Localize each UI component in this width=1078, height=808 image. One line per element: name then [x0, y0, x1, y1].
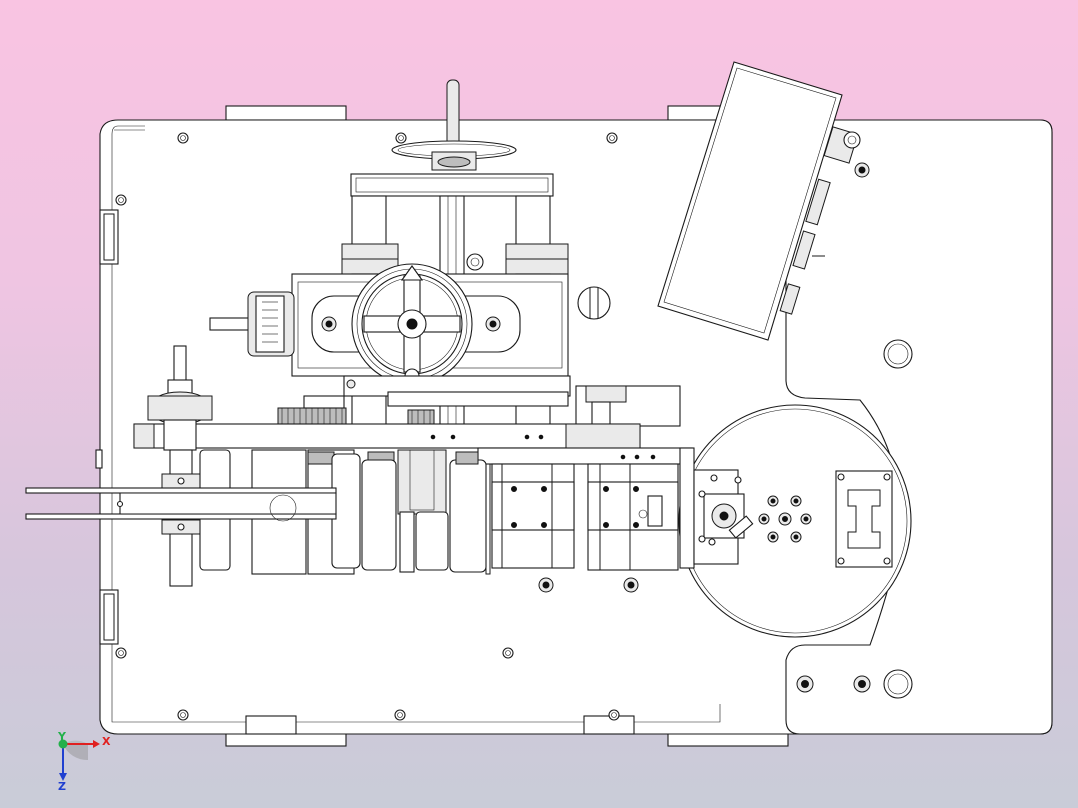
screw-icon: [115, 194, 127, 206]
hole-icon: [883, 339, 913, 369]
screw-icon: [115, 647, 127, 659]
handwheel-icon: [391, 140, 517, 171]
clamp-unit-right: [587, 463, 679, 571]
handwheel-icon: [351, 263, 473, 385]
axis-x-label: X: [102, 735, 111, 748]
gear-icon: [407, 409, 435, 425]
dial-icon: [209, 291, 295, 357]
control-box: [657, 61, 861, 341]
screw-icon: [577, 286, 611, 320]
screw-icon: [606, 132, 618, 144]
clamp-unit-left: [491, 463, 575, 569]
guide-rails: [25, 487, 337, 522]
screw-icon: [502, 647, 514, 659]
base-screws: [115, 132, 913, 721]
screw-icon: [538, 577, 554, 593]
knob-icon: [823, 126, 861, 164]
coordinate-triad-icon: X Y Z: [57, 730, 111, 793]
screw-icon: [395, 132, 407, 144]
screw-icon: [854, 162, 870, 178]
hole-icon: [883, 669, 913, 699]
axis-z-label: Z: [58, 780, 66, 793]
screw-icon: [796, 675, 814, 693]
screw-icon: [853, 675, 871, 693]
screw-icon: [623, 577, 639, 593]
screw-icon: [394, 709, 406, 721]
drive-train: [133, 385, 693, 465]
feed-head: [679, 447, 754, 569]
carriage: [209, 263, 571, 397]
rotary-table: [678, 404, 912, 638]
screw-icon: [177, 132, 189, 144]
axis-y-label: Y: [57, 730, 67, 743]
gear-icon: [277, 407, 347, 425]
roller-bank: [199, 449, 491, 575]
screw-icon: [608, 709, 620, 721]
screw-icon: [177, 709, 189, 721]
